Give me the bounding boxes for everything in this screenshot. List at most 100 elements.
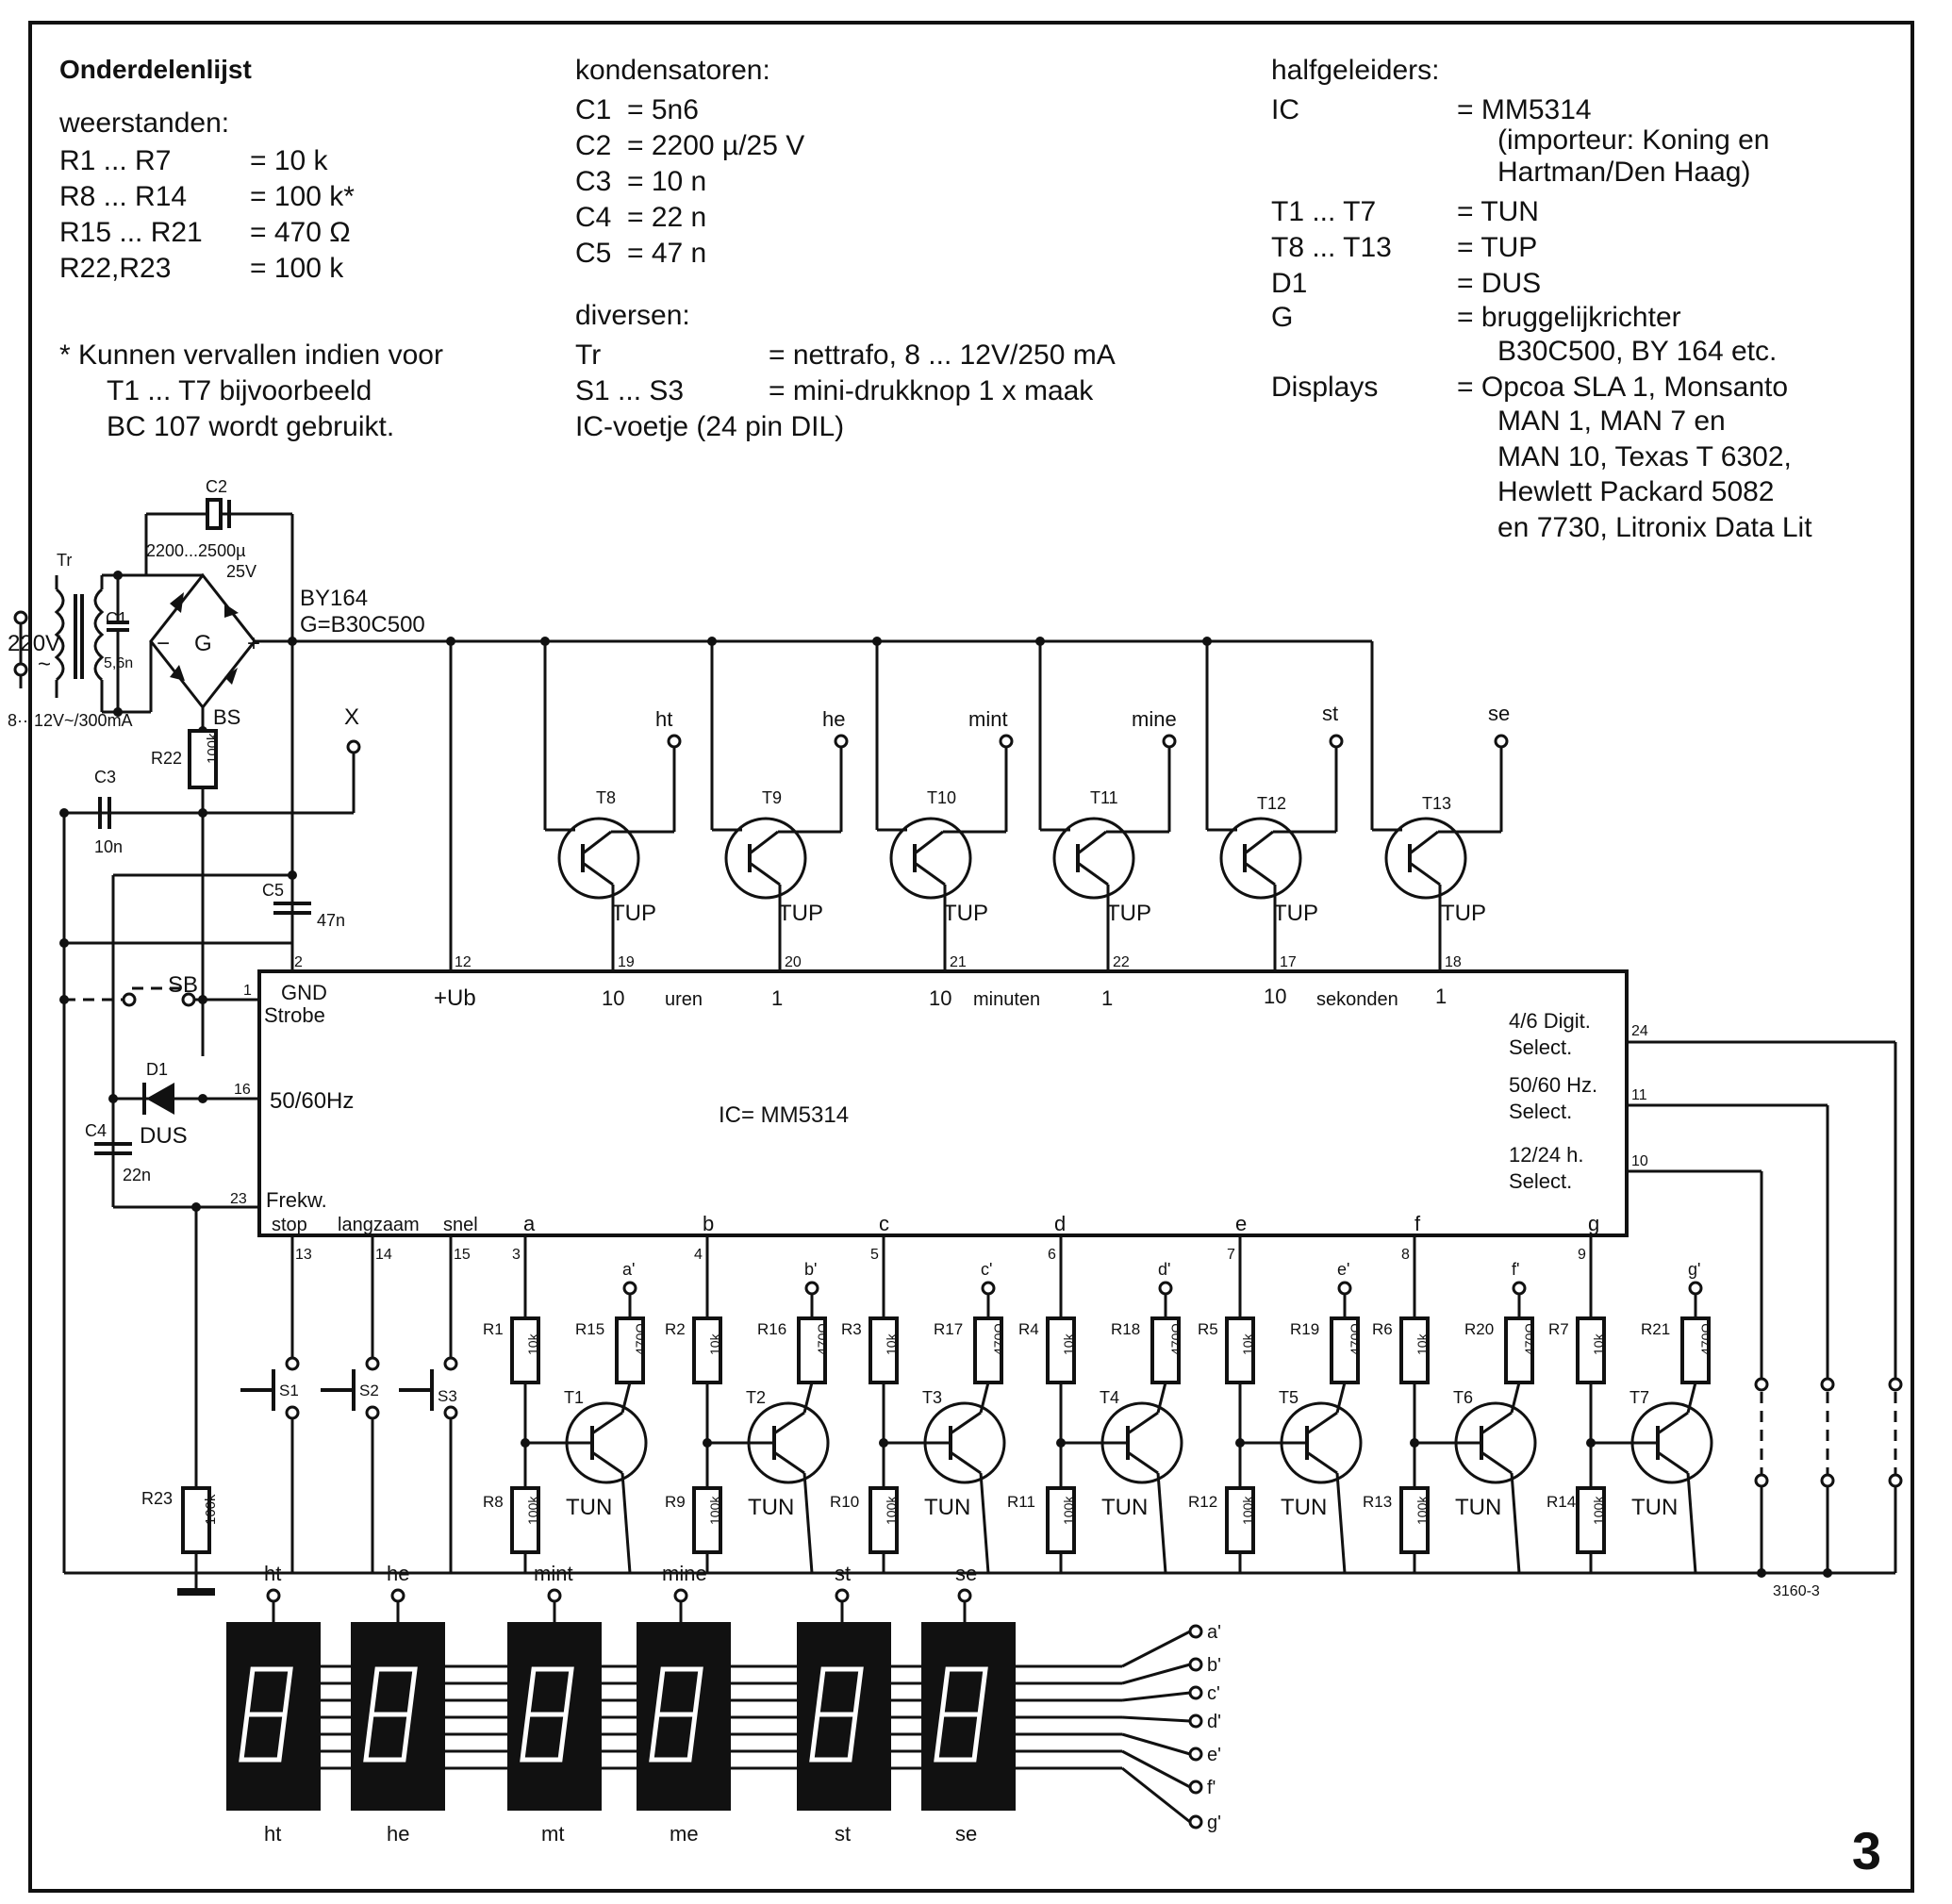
segment-terminal-label: b' [1207, 1655, 1221, 1676]
pin-number: 21 [950, 954, 967, 970]
r-coll: R18 [1111, 1320, 1140, 1338]
r-pull-val: 100k [525, 1496, 540, 1525]
seg-letter: a [523, 1212, 536, 1235]
switch-label: S2 [359, 1382, 379, 1399]
capacitor-value: = 22 n [627, 202, 707, 233]
display-top-label: ht [264, 1562, 281, 1585]
r-base: R2 [665, 1320, 686, 1338]
r-pull: R10 [830, 1493, 859, 1511]
r-pull: R8 [483, 1493, 504, 1511]
capacitor-ref: C5 [575, 238, 612, 269]
display-bottom-label: he [387, 1822, 409, 1846]
t-type: TUP [778, 901, 823, 926]
r-pull-val: 100k [1061, 1496, 1076, 1525]
t-out: mint [968, 707, 1008, 731]
label-c4-val: 22n [123, 1166, 151, 1184]
display-top-label: he [387, 1562, 409, 1585]
r-base-val: 10k [884, 1333, 899, 1355]
pin-number: 9 [1578, 1247, 1586, 1263]
semi-value: = Opcoa SLA 1, Monsanto [1457, 372, 1789, 403]
ic-label-1224: 12/24 h. [1509, 1143, 1584, 1167]
ic-label-gnd: GND [281, 981, 327, 1004]
r-coll-val: 470Ω [1348, 1323, 1363, 1355]
capacitor-ref: C4 [575, 202, 612, 233]
ic-label-select: Select. [1509, 1100, 1572, 1123]
label-c4: C4 [85, 1121, 107, 1140]
r-coll: R15 [575, 1320, 604, 1338]
resistor-ref: R15 ... R21 [59, 217, 203, 248]
semi-ref: T1 ... T7 [1271, 196, 1377, 227]
r-pull: R14 [1547, 1493, 1576, 1511]
semi-value: B30C500, BY 164 etc. [1497, 336, 1778, 367]
r-coll-val: 470Ω [1168, 1323, 1183, 1355]
pin-number: 8 [1401, 1247, 1410, 1263]
r-coll: R17 [934, 1320, 963, 1338]
figure-number: 3 [1852, 1821, 1881, 1880]
r-coll: R16 [757, 1320, 786, 1338]
label-r23-val: 100k [203, 1494, 219, 1525]
r-coll-val: 470Ω [1522, 1323, 1537, 1355]
label-c5: C5 [262, 881, 284, 900]
t-type: TUN [1455, 1495, 1501, 1520]
segment-terminal-label: a' [1207, 1622, 1221, 1643]
label-bs: BS [213, 705, 240, 729]
ic-label-10-sec: 10 [1264, 985, 1286, 1008]
t-name: T10 [927, 788, 956, 807]
ic-label-5060: 50/60Hz [270, 1088, 354, 1114]
t-type: TUP [611, 901, 656, 926]
label-c2: C2 [206, 477, 227, 496]
pin-number: 15 [454, 1247, 471, 1263]
semi-value: = MM5314 [1457, 94, 1592, 125]
pin-number: 4 [694, 1247, 703, 1263]
capacitor-value: = 2200 µ/25 V [627, 130, 805, 161]
capacitor-value: = 47 n [627, 238, 707, 269]
r-base-val: 10k [1061, 1333, 1076, 1355]
ic-label-sekonden: sekonden [1316, 989, 1398, 1010]
t-name: T12 [1257, 794, 1286, 813]
label-c2-val: 2200...2500µ [146, 541, 245, 560]
seg-letter: d [1054, 1212, 1066, 1235]
semi-value: Hartman/Den Haag) [1497, 157, 1751, 188]
switch-label: S1 [279, 1382, 299, 1399]
semi-ref: IC [1271, 94, 1299, 125]
ic-label-ub: +Ub [434, 985, 476, 1011]
t-name: T11 [1090, 788, 1118, 807]
label-r22: R22 [151, 749, 182, 768]
semi-ref: G [1271, 302, 1294, 333]
t-name: T5 [1279, 1388, 1299, 1407]
display-bottom-label: se [955, 1822, 977, 1846]
t-type: TUN [1281, 1495, 1327, 1520]
seg-out: f' [1512, 1260, 1519, 1279]
t-name: T9 [762, 788, 782, 807]
pin-number: 23 [230, 1191, 247, 1207]
pin-number: 6 [1048, 1247, 1056, 1263]
pin-number: 16 [234, 1082, 251, 1098]
ic-label-1-sec: 1 [1435, 985, 1447, 1008]
pin-number: 22 [1113, 954, 1130, 970]
pin-number: 12 [455, 954, 471, 970]
r-pull-val: 100k [1414, 1496, 1430, 1525]
segment-terminal-label: f' [1207, 1778, 1216, 1798]
display-top-label: se [955, 1562, 977, 1585]
pin-number: 1 [243, 983, 252, 999]
semi-value: = bruggelijkrichter [1457, 302, 1681, 333]
label-c2-volt: 25V [226, 562, 256, 581]
t-name: T3 [922, 1388, 942, 1407]
resistor-value: = 100 k* [250, 181, 355, 212]
r-base-val: 10k [1591, 1333, 1606, 1355]
t-type: TUN [1101, 1495, 1148, 1520]
t-name: T13 [1422, 794, 1451, 813]
r-base: R1 [483, 1320, 504, 1338]
r-pull: R13 [1363, 1493, 1392, 1511]
label-c1: C1 [106, 609, 127, 628]
semi-value: MAN 10, Texas T 6302, [1497, 441, 1792, 472]
r-coll-val: 470Ω [633, 1323, 648, 1355]
display-st [797, 1588, 891, 1811]
label-d1: D1 [146, 1060, 168, 1079]
select-lines [1627, 1040, 1903, 1578]
semi-value: = TUN [1457, 196, 1539, 227]
power-supply [13, 498, 1829, 1596]
resistors-heading: weerstanden: [59, 108, 230, 139]
semi-value: = DUS [1457, 268, 1542, 299]
ic-label-stop: stop [272, 1215, 307, 1235]
